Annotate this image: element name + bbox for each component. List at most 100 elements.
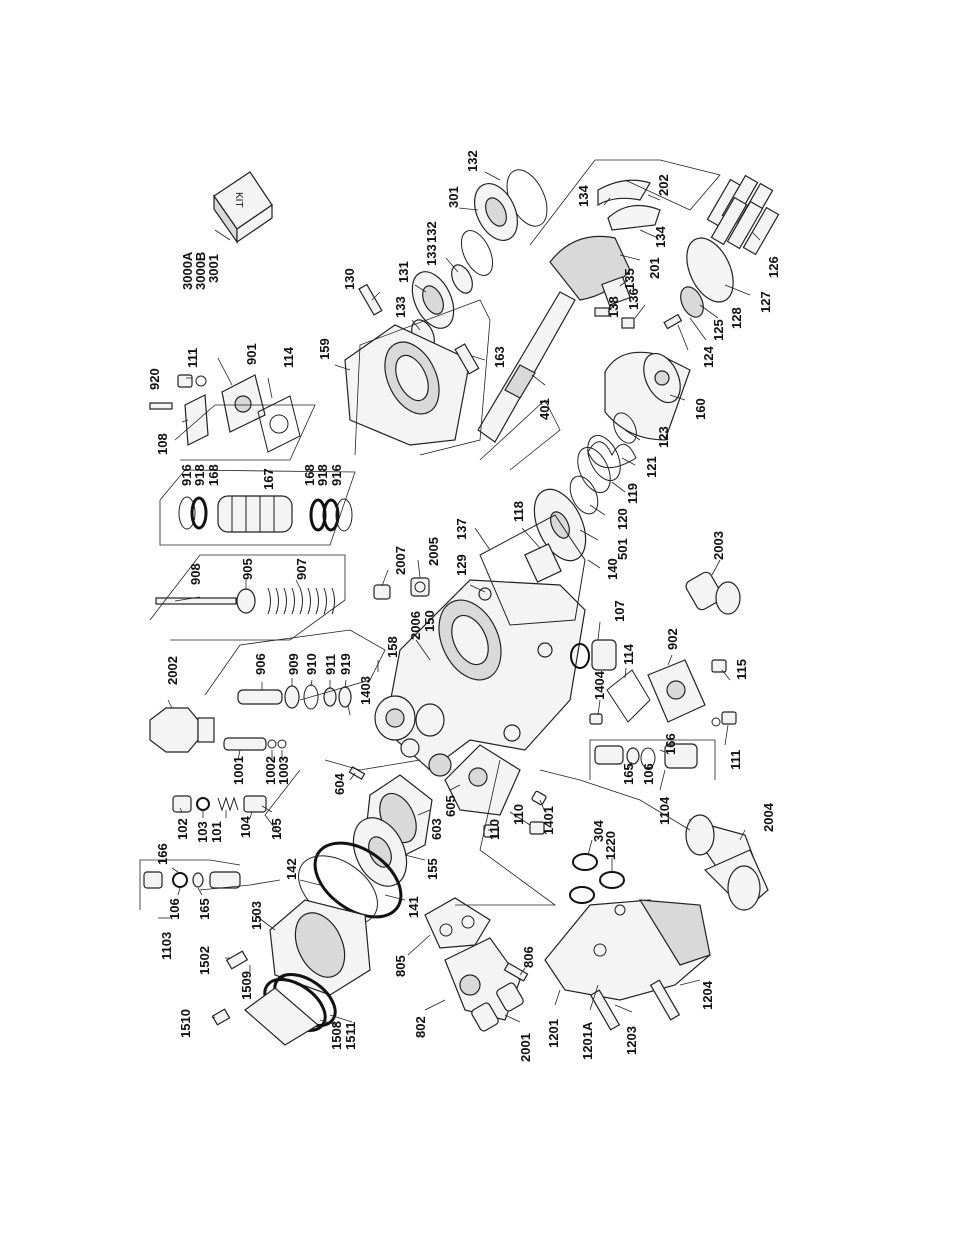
- callout-911: 911: [323, 654, 338, 675]
- callout-3001: 3001: [206, 254, 221, 283]
- callout-133: 133: [393, 296, 408, 318]
- callout-1003: 1003: [276, 756, 291, 785]
- callout-106: 106: [167, 898, 182, 920]
- callout-136: 136: [626, 288, 641, 310]
- callout-910: 910: [304, 653, 319, 675]
- end-cover-1503: [211, 899, 371, 1046]
- housing-159: [344, 324, 480, 446]
- callout-114: 114: [621, 643, 636, 665]
- callout-907: 907: [294, 558, 309, 580]
- callout-1220: 1220: [603, 831, 618, 860]
- pistons-126: [663, 174, 780, 330]
- callout-901: 901: [244, 343, 259, 365]
- swash-plate: [549, 179, 661, 329]
- elbow-fittings-2004: [685, 814, 769, 911]
- kit-box: KIT: [213, 171, 273, 244]
- callout-501: 501: [615, 538, 630, 560]
- callout-905: 905: [240, 558, 255, 580]
- callout-301: 301: [446, 186, 461, 208]
- regulator-1201: [544, 899, 711, 1031]
- callout-1103: 1103: [159, 932, 174, 960]
- callout-2005: 2005: [426, 537, 441, 566]
- control-piston-167: [178, 495, 353, 533]
- callout-806: 806: [521, 946, 536, 968]
- callout-120: 120: [615, 508, 630, 530]
- callout-1510: 1510: [178, 1009, 193, 1038]
- callout-1508: 1508: [329, 1021, 344, 1050]
- callout-2006: 2006: [408, 611, 423, 640]
- cover-902: [606, 659, 737, 727]
- valve-plate-gasket: [478, 514, 586, 626]
- callout-165: 165: [197, 898, 212, 920]
- callout-158: 158: [385, 636, 400, 658]
- callout-3000B: 3000B: [193, 252, 208, 290]
- callout-105: 105: [269, 818, 284, 840]
- callout-107: 107: [612, 600, 627, 622]
- callout-605: 605: [443, 795, 458, 817]
- callout-1002: 1002: [263, 756, 278, 785]
- callout-134: 134: [576, 185, 591, 207]
- callout-labels: 3000A 3000B 3001 132 301 132 134 202 134…: [147, 150, 781, 1062]
- callout-129: 129: [454, 554, 469, 576]
- spring-set: [533, 434, 637, 562]
- callout-102: 102: [175, 818, 190, 840]
- callout-110: 110: [487, 819, 502, 840]
- callout-114: 114: [281, 346, 296, 368]
- plug-107: [570, 639, 617, 671]
- callout-1201A: 1201A: [580, 1021, 595, 1060]
- callout-134: 134: [653, 226, 668, 248]
- callout-155: 155: [425, 858, 440, 880]
- callout-201: 201: [647, 257, 662, 279]
- callout-133: 133: [424, 244, 439, 266]
- callout-123: 123: [656, 426, 671, 448]
- kit-label: KIT: [233, 192, 244, 208]
- callout-802: 802: [413, 1016, 428, 1038]
- callout-159: 159: [317, 338, 332, 360]
- drive-shaft: [477, 291, 576, 443]
- callout-919: 919: [338, 653, 353, 675]
- callout-1104: 1104: [657, 796, 672, 825]
- callout-805: 805: [393, 955, 408, 977]
- callout-140: 140: [605, 558, 620, 580]
- callout-1502: 1502: [197, 946, 212, 975]
- callout-1403: 1403: [358, 676, 373, 705]
- callout-167: 167: [261, 468, 276, 490]
- callout-137: 137: [454, 518, 469, 540]
- callout-1404: 1404: [592, 670, 607, 700]
- callout-166: 166: [155, 843, 170, 865]
- callout-2001: 2001: [518, 1033, 533, 1062]
- callout-101: 101: [209, 821, 224, 843]
- callout-1201: 1201: [546, 1019, 561, 1048]
- callout-115: 115: [734, 659, 749, 680]
- callout-1001: 1001: [231, 756, 246, 785]
- callout-1511: 1511: [343, 1022, 358, 1050]
- callout-1204: 1204: [700, 980, 715, 1010]
- callout-111: 111: [728, 750, 743, 770]
- flange-assembly: [424, 897, 529, 1032]
- callout-128: 128: [729, 307, 744, 329]
- callout-132: 132: [424, 221, 439, 243]
- callout-121: 121: [644, 456, 659, 478]
- valve-1103: [143, 871, 241, 889]
- relief-valve-1104: [589, 713, 698, 769]
- callout-2002: 2002: [165, 656, 180, 685]
- callout-1203: 1203: [624, 1026, 639, 1055]
- callout-401: 401: [537, 398, 552, 420]
- callout-106: 106: [641, 763, 656, 785]
- callout-604: 604: [332, 773, 347, 795]
- callout-126: 126: [766, 256, 781, 278]
- callout-135: 135: [622, 268, 637, 290]
- callout-1503: 1503: [249, 901, 264, 930]
- cylinder-block: [604, 351, 691, 444]
- callout-918: 918: [315, 464, 330, 486]
- callout-918: 918: [192, 464, 207, 486]
- callout-168: 168: [302, 464, 317, 486]
- callout-160: 160: [693, 398, 708, 420]
- callout-150: 150: [422, 610, 437, 632]
- callout-2004: 2004: [761, 802, 776, 832]
- callout-920: 920: [147, 368, 162, 390]
- callout-3000A: 3000A: [180, 251, 195, 290]
- callout-304: 304: [591, 820, 606, 842]
- callout-202: 202: [656, 174, 671, 196]
